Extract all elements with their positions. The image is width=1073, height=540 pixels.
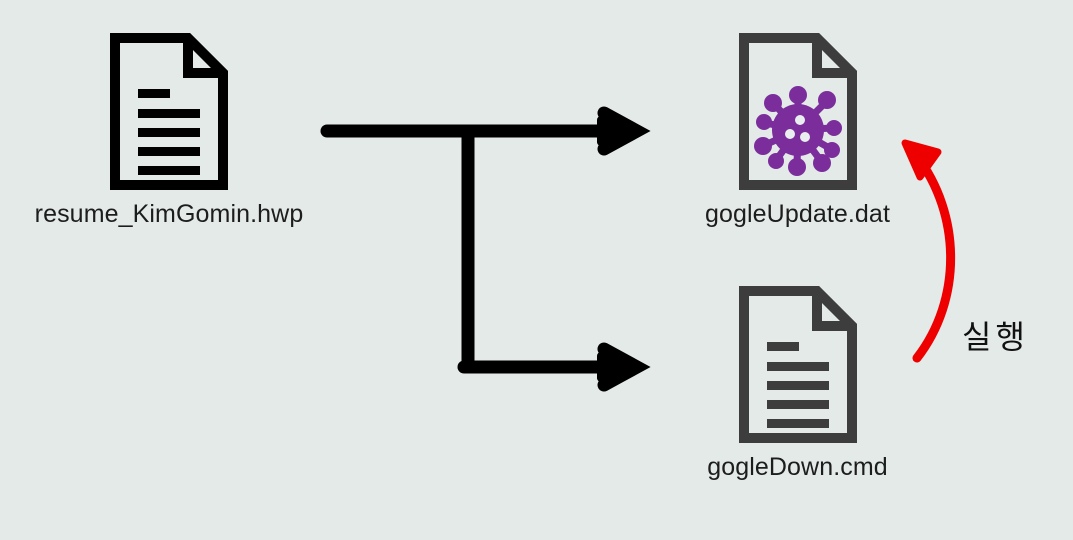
execute-arrow-shaft [911, 150, 956, 363]
virus-icon [753, 86, 842, 176]
document-icon [738, 286, 857, 443]
node-payload-label: gogleUpdate.dat [705, 200, 890, 228]
branch-arrow-bottom-head-fill [597, 352, 638, 382]
node-source-label: resume_KimGomin.hwp [34, 200, 304, 228]
branch-arrow-group [320, 106, 651, 392]
node-script-document[interactable]: gogleDown.cmd [680, 286, 915, 482]
execute-arrow-label: 실행 [962, 318, 1029, 356]
infected-document-icon [738, 33, 857, 190]
node-script-label: gogleDown.cmd [707, 453, 888, 481]
branch-arrow-top-head-icon [597, 106, 651, 156]
node-payload-document[interactable]: gogleUpdate.dat [680, 33, 915, 229]
document-icon [110, 33, 228, 190]
branch-arrow-top-head-fill [597, 116, 638, 146]
node-source-document[interactable]: resume_KimGomin.hwp [14, 33, 324, 229]
branch-arrow-bottom-head-icon [597, 342, 651, 392]
